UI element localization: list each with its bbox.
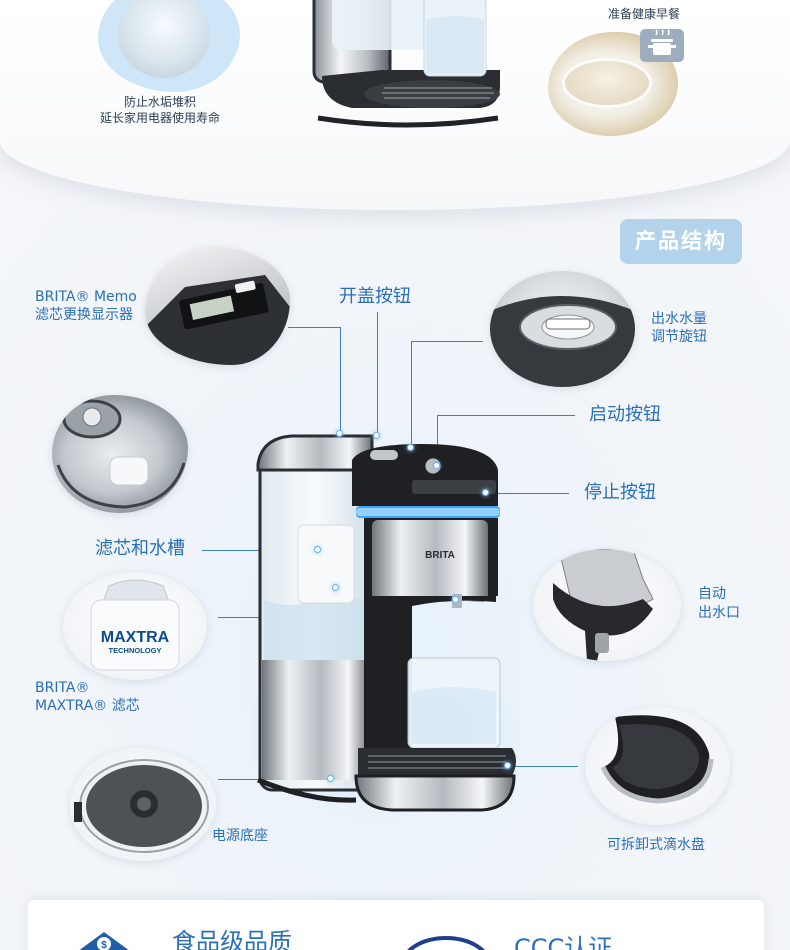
memo-display-image (145, 247, 290, 365)
spout-label-line2: 出水口 (698, 605, 740, 621)
dot-maxtra (332, 584, 339, 591)
dot-lid (373, 432, 380, 439)
scale-filter-image (118, 0, 210, 78)
kettle-top-image (312, 0, 500, 128)
dot-stop (482, 489, 489, 496)
kettle-product-image: BRITA (252, 434, 520, 812)
maxtra-filter-image: MAXTRA TECHNOLOGY (63, 572, 207, 680)
leader-lid (377, 312, 378, 436)
brand-logo-text: BRITA (425, 550, 455, 561)
scale-caption-line2: 延长家用电器使用寿命 (99, 111, 220, 125)
maxtra-label-line2: MAXTRA® 滤芯 (35, 698, 140, 714)
food-grade-title: 食品级品质 (172, 928, 292, 950)
lid-filter-image (52, 395, 188, 513)
leader-memo-h (288, 327, 340, 328)
breakfast-caption: 准备健康早餐 (607, 7, 680, 21)
breakfast-pot-icon (640, 29, 684, 62)
ccc-logo-icon (407, 936, 485, 950)
breakfast-bowl-image (548, 32, 678, 136)
dot-filter-tank (314, 546, 321, 553)
leader-memo-v (340, 327, 341, 435)
leader-start-v (437, 415, 438, 466)
dial-label-line1: 出水水量 (651, 311, 707, 327)
svg-text:$: $ (101, 940, 107, 950)
maxtra-sub-text: TECHNOLOGY (109, 646, 162, 655)
dial-label-line2: 调节旋钮 (651, 329, 707, 345)
scale-caption: 防止水垢堆积 延长家用电器使用寿命 (98, 94, 222, 126)
leader-stop (487, 493, 569, 494)
dot-dial (407, 444, 414, 451)
maxtra-label-line1: BRITA® (35, 680, 90, 696)
soup-bowl (562, 58, 652, 108)
power-base-image (70, 748, 216, 861)
volume-dial-image (490, 271, 635, 387)
dot-start (433, 462, 440, 469)
spout-image (533, 549, 681, 661)
ccc-title: CCC认证 (514, 934, 613, 950)
section-title-badge: 产品结构 (620, 219, 742, 264)
maxtra-brand-text: MAXTRA (101, 629, 170, 646)
certification-card: $ 食品级品质 CCC认证 (28, 900, 764, 950)
memo-label-line2: 滤芯更换显示器 (35, 307, 133, 323)
leader-dial-v (411, 341, 412, 447)
leader-drip-tray (508, 766, 578, 767)
top-feature-band: 防止水垢堆积 延长家用电器使用寿命 准备健康早餐 (0, 0, 790, 210)
base-label: 电源底座 (212, 828, 268, 844)
drip-tray-image (585, 707, 730, 825)
filter-tank-label: 滤芯和水槽 (95, 538, 185, 559)
leader-dial-h (411, 341, 483, 342)
leader-start-h (437, 415, 575, 416)
food-grade-badge-icon: $ (79, 932, 129, 950)
dot-drip-tray (504, 762, 511, 769)
stop-button-label: 停止按钮 (584, 482, 656, 503)
dot-memo (336, 430, 343, 437)
memo-label-line1: BRITA® Memo (35, 289, 137, 305)
spout-label-line1: 自动 (698, 586, 726, 602)
dot-spout (452, 596, 459, 603)
lid-button-label: 开盖按钮 (339, 286, 411, 307)
dot-base (327, 775, 334, 782)
drip-tray-label: 可拆卸式滴水盘 (607, 837, 705, 853)
scale-caption-line1: 防止水垢堆积 (123, 95, 196, 109)
start-button-label: 启动按钮 (589, 404, 661, 425)
